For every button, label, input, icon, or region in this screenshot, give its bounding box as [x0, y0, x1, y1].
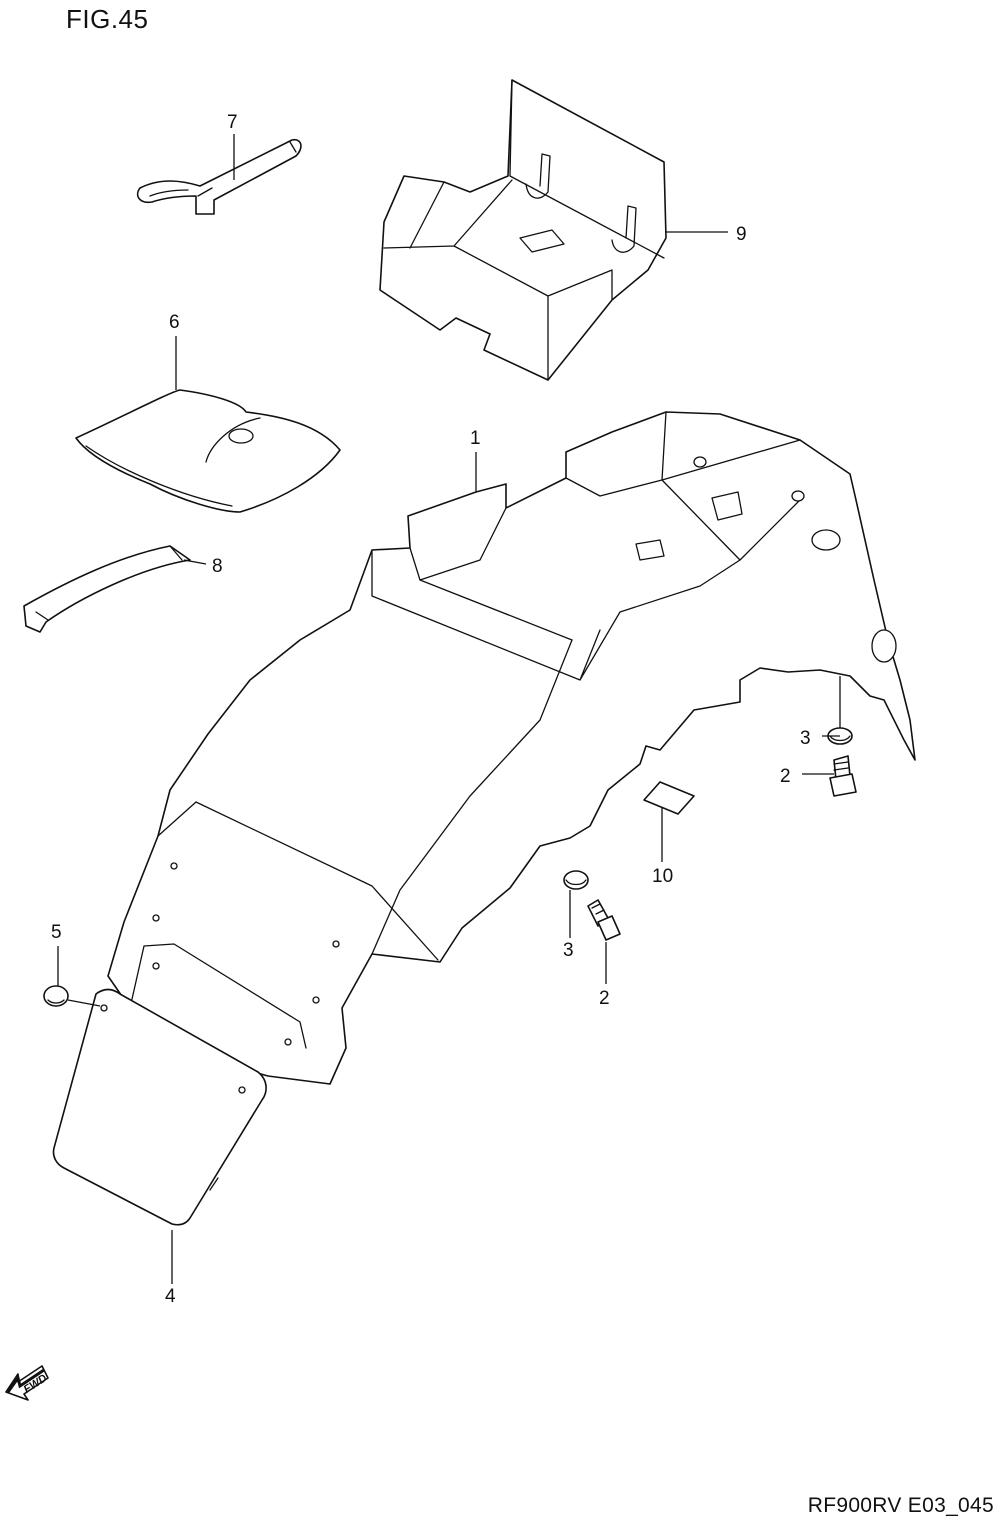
part-8-strap[interactable]	[23, 545, 191, 633]
callout-2-lower: 2	[599, 988, 610, 1009]
callout-9: 9	[736, 224, 747, 245]
callout-2-right: 2	[780, 766, 791, 787]
fwd-arrow-icon: FWD	[5, 1365, 49, 1401]
callout-6: 6	[169, 312, 180, 333]
part-4-mudflap[interactable]	[52, 988, 267, 1226]
figure-title: FIG.45	[66, 4, 149, 34]
callout-1: 1	[470, 428, 481, 449]
part-7-spanner[interactable]	[136, 138, 302, 215]
callout-5: 5	[51, 922, 62, 943]
callout-3-right: 3	[800, 728, 811, 749]
part-10-pad[interactable]	[643, 781, 695, 815]
callout-10: 10	[652, 866, 673, 887]
callout-numbers: 7 9 6 1 8 3 2 10 3 2 5 4	[51, 112, 811, 1307]
callout-3-lower: 3	[563, 940, 574, 961]
callout-4: 4	[165, 1286, 176, 1307]
part-9-tray[interactable]	[379, 79, 667, 381]
callout-7: 7	[227, 112, 238, 133]
part-5-grommet[interactable]	[43, 985, 69, 1007]
part-6-cushion[interactable]	[75, 389, 341, 513]
part-2-bolt-right[interactable]	[829, 755, 857, 797]
part-3-nut-lower[interactable]	[563, 870, 589, 890]
callout-8: 8	[212, 556, 223, 577]
part-2-bolt-lower[interactable]	[587, 899, 621, 941]
part-1-rear-fender[interactable]	[107, 411, 916, 1085]
leader-lines	[57, 134, 841, 1284]
figure-code: RF900RV E03_045	[807, 1494, 994, 1517]
